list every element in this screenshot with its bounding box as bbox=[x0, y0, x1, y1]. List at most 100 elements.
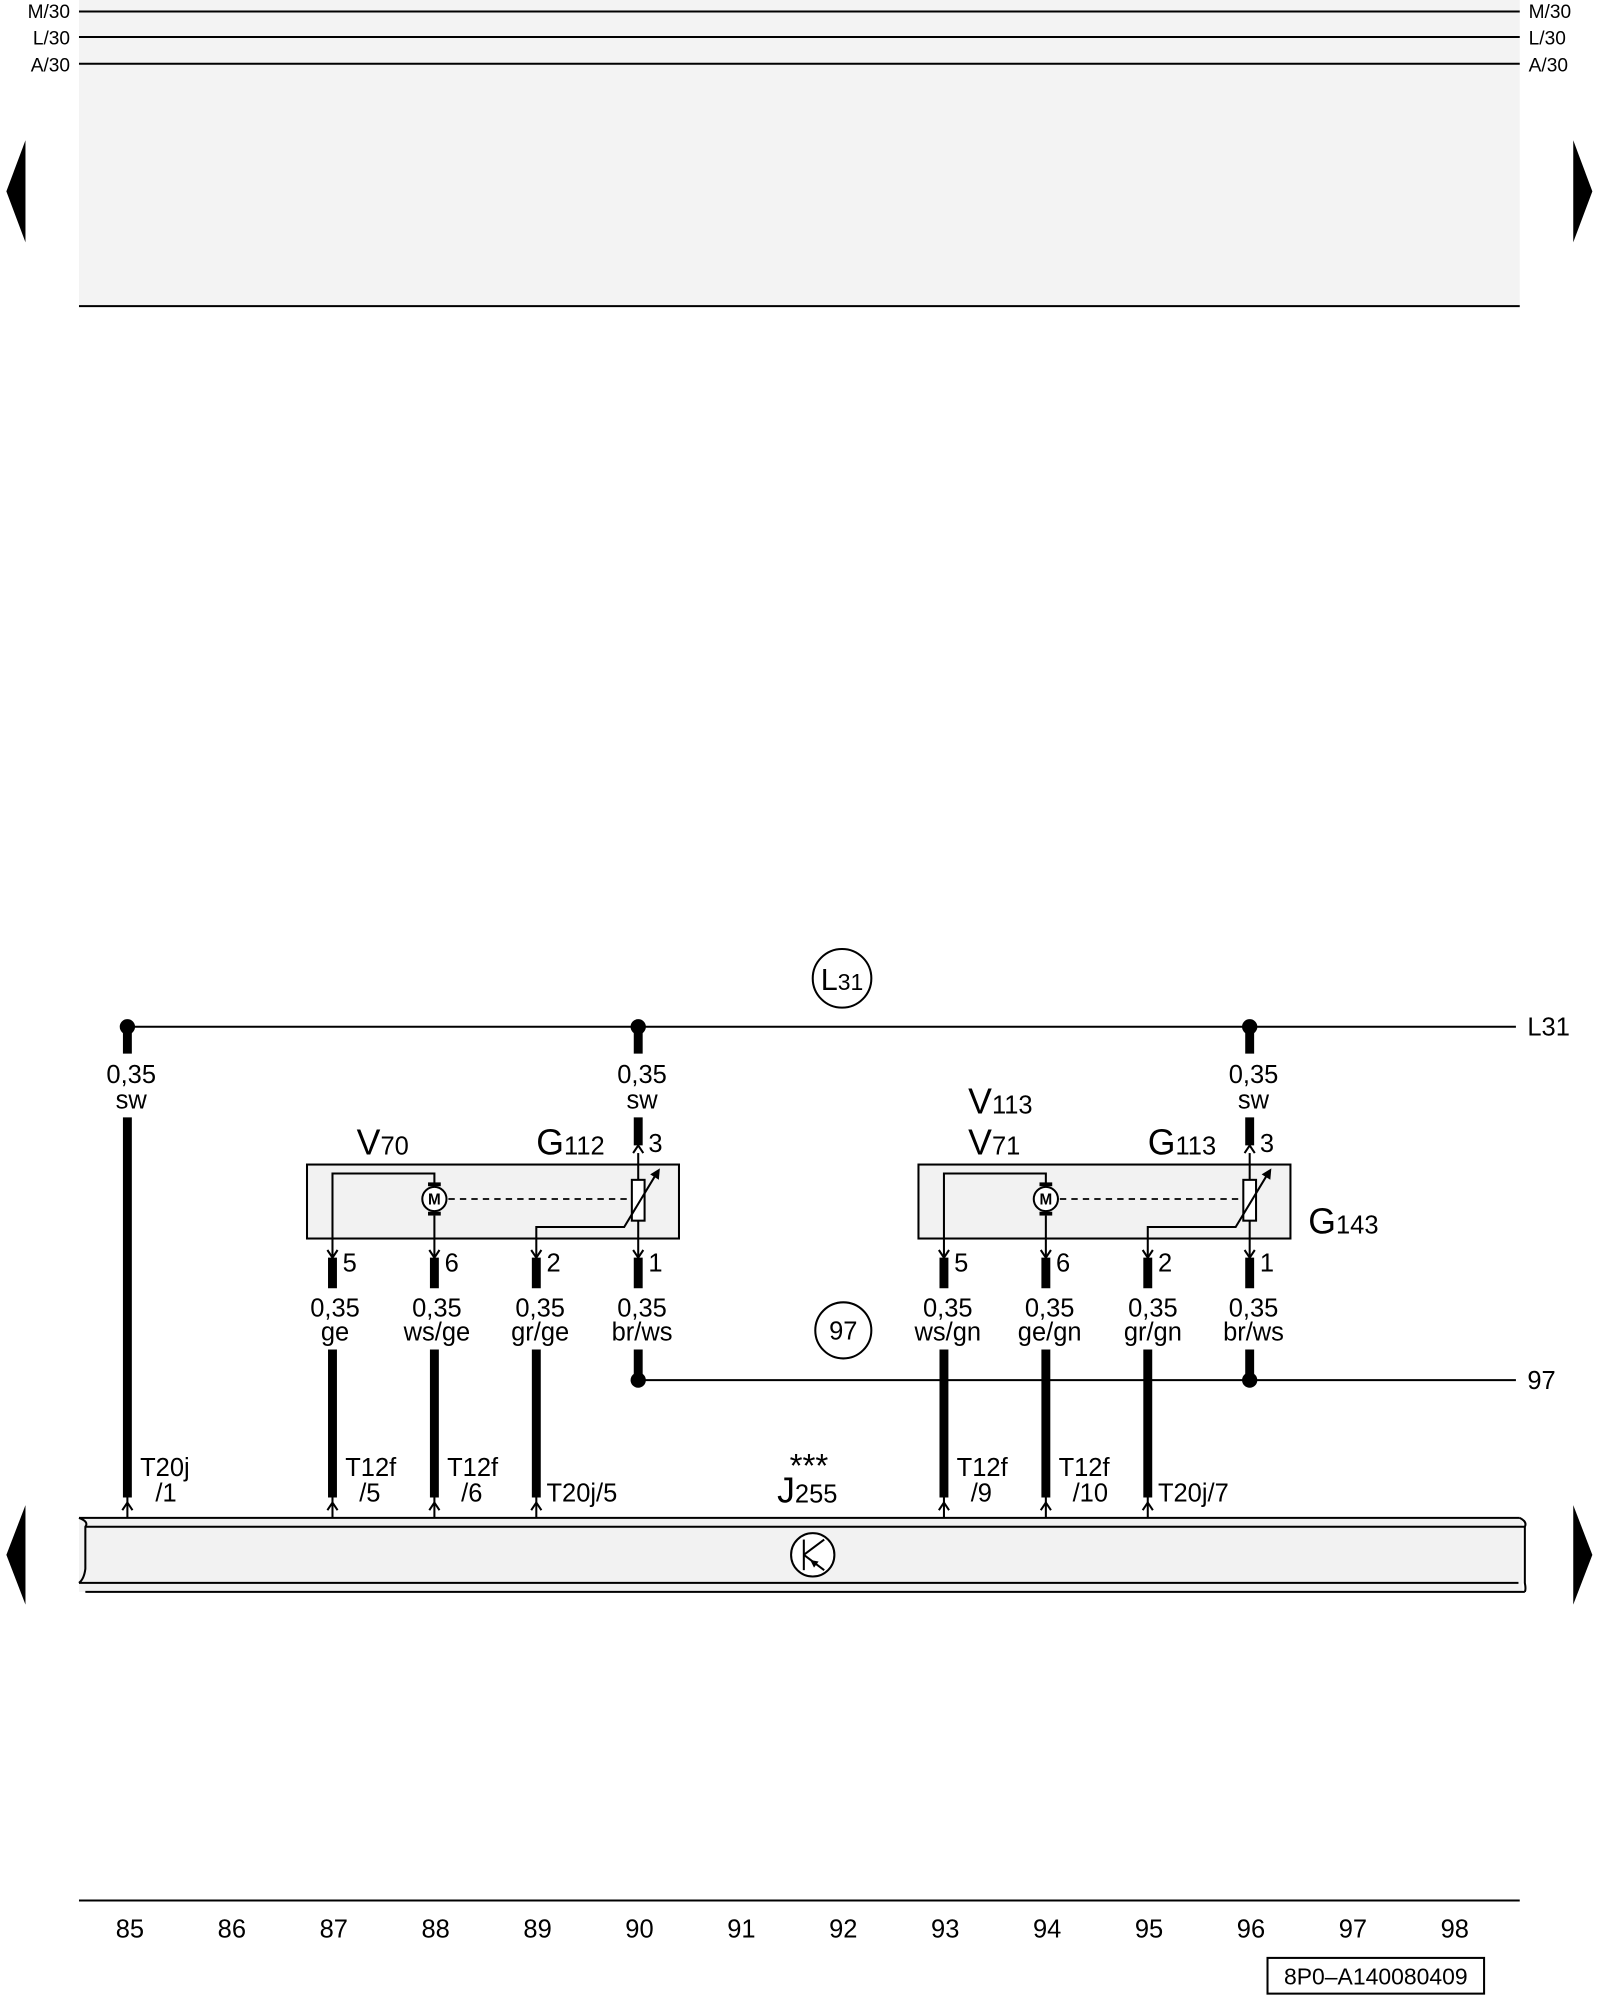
wire-color-label: ws/gn bbox=[914, 1319, 982, 1347]
ground-l31: L31 L31 bbox=[119, 947, 1570, 1042]
ground-l31-circle-label: L31 bbox=[821, 963, 864, 997]
motor-icon bbox=[421, 1185, 448, 1213]
wire-size-label: 0,35 bbox=[617, 1061, 667, 1089]
continuation-arrow-right-icon bbox=[1573, 140, 1593, 243]
motor-brush bbox=[428, 1211, 441, 1216]
control-unit-symbol-icon bbox=[790, 1532, 836, 1578]
footer-column-ruler: 85 86 87 88 89 90 91 92 93 94 95 96 97 9… bbox=[78, 1899, 1520, 1944]
wiper-wire bbox=[1146, 1171, 1270, 1257]
column-number: 92 bbox=[829, 1915, 857, 1943]
continuation-arrow-left-icon bbox=[6, 140, 26, 243]
wire-col-96-bottom: 0,35 br/ws bbox=[1223, 1294, 1284, 1388]
pin-label: 6 bbox=[1056, 1250, 1070, 1278]
control-unit-note: *** bbox=[790, 1448, 829, 1485]
wire-color-label: br/ws bbox=[612, 1319, 673, 1347]
wire-size-label: 0,35 bbox=[1229, 1294, 1279, 1322]
connector-pin-label: /10 bbox=[1073, 1479, 1108, 1507]
wire-size-label: 0,35 bbox=[923, 1294, 973, 1322]
wire-color-label: br/ws bbox=[1223, 1319, 1284, 1347]
rail-l30-label-right: L/30 bbox=[1529, 29, 1566, 50]
wire-color-label: sw bbox=[1238, 1086, 1270, 1114]
ground-97-line-label: 97 bbox=[1527, 1367, 1555, 1395]
pin-label: 5 bbox=[343, 1250, 357, 1278]
wire-size-label: 0,35 bbox=[617, 1294, 667, 1322]
connector-label: T20j/5 bbox=[546, 1479, 617, 1507]
component-label-v113: V113 bbox=[968, 1082, 1032, 1122]
wiper-arrow-icon bbox=[1261, 1168, 1272, 1180]
control-unit-label: J255 bbox=[777, 1471, 837, 1511]
pin-label: 1 bbox=[648, 1250, 662, 1278]
column-number: 87 bbox=[320, 1915, 348, 1943]
connector-label: T12f bbox=[957, 1454, 1009, 1482]
top-panel-background bbox=[78, 0, 1520, 307]
column-number: 91 bbox=[727, 1915, 755, 1943]
control-unit-j255: *** J255 bbox=[78, 1448, 1527, 1593]
pin-label-3: 3 bbox=[1260, 1130, 1274, 1158]
ground-97-circle bbox=[814, 1301, 873, 1360]
component-v70-g112: V70 G112 3 0,35 sw M 5 6 2 1 bbox=[305, 1026, 680, 1289]
top-rail-panel: M/30 M/30 L/30 L/30 A/30 A/30 bbox=[28, 0, 1571, 308]
component-label-v71: V71 bbox=[968, 1122, 1020, 1162]
column-number: 95 bbox=[1135, 1915, 1163, 1943]
motor-brush bbox=[1039, 1211, 1053, 1216]
motor-icon bbox=[1032, 1185, 1059, 1213]
internal-wire bbox=[942, 1172, 1047, 1257]
wire-size-label: 0,35 bbox=[106, 1061, 156, 1089]
motor-symbol-label: M bbox=[428, 1192, 441, 1209]
component-label-g143: G143 bbox=[1308, 1201, 1378, 1241]
connector-pin-icon bbox=[1243, 1143, 1256, 1154]
wire-size-label: 0,35 bbox=[310, 1294, 360, 1322]
wire-col-93: 0,35 ws/gn T12f /9 bbox=[914, 1294, 1009, 1518]
component-housing bbox=[305, 1163, 680, 1240]
component-label-v70: V70 bbox=[357, 1122, 409, 1162]
connector-pin-label: /6 bbox=[461, 1479, 482, 1507]
control-unit-right-end bbox=[1519, 1516, 1527, 1593]
continuation-arrow-left-icon bbox=[6, 1505, 26, 1605]
wire-size-label: 0,35 bbox=[1025, 1294, 1075, 1322]
column-number: 88 bbox=[421, 1915, 449, 1943]
connector-pin-icon bbox=[632, 1143, 645, 1154]
wire-col-90-bottom: 0,35 br/ws bbox=[612, 1294, 673, 1388]
wire-color-label: ge/gn bbox=[1018, 1319, 1082, 1347]
column-number: 90 bbox=[625, 1915, 653, 1943]
rail-a30-label-left: A/30 bbox=[31, 55, 70, 76]
ground-l31-letter: L bbox=[821, 963, 838, 997]
connector-pin-label: /9 bbox=[971, 1479, 992, 1507]
wire-col-87: 0,35 ge T12f /5 bbox=[310, 1294, 397, 1518]
wire-color-label: gr/gn bbox=[1124, 1319, 1182, 1347]
motor-brush bbox=[1039, 1182, 1053, 1187]
wiper-wire bbox=[535, 1171, 659, 1257]
control-unit-symbol-arrow bbox=[810, 1559, 819, 1568]
rail-m30-label-right: M/30 bbox=[1529, 2, 1571, 23]
control-unit-symbol-stroke bbox=[803, 1538, 825, 1556]
continuation-arrow-right-icon bbox=[1573, 1505, 1593, 1605]
wire-size-label: 0,35 bbox=[1128, 1294, 1178, 1322]
component-v71-g113: V113 V71 G113 3 G143 0,35 sw M 5 6 bbox=[917, 1026, 1379, 1289]
reference-code-frame bbox=[1266, 1956, 1486, 1995]
pin-label: 1 bbox=[1260, 1250, 1274, 1278]
column-number: 97 bbox=[1339, 1915, 1367, 1943]
component-label-g113: G113 bbox=[1148, 1122, 1216, 1162]
connector-label: T20j/7 bbox=[1158, 1479, 1229, 1507]
potentiometer-icon bbox=[630, 1178, 646, 1222]
pin-label: 6 bbox=[445, 1250, 459, 1278]
wire-size-label: 0,35 bbox=[412, 1294, 462, 1322]
potentiometer-icon bbox=[1242, 1178, 1258, 1222]
wire-col-95: 0,35 gr/gn T20j/7 bbox=[1124, 1294, 1229, 1518]
wire-size-label: 0,35 bbox=[515, 1294, 565, 1322]
wire-col-88: 0,35 ws/ge T12f /6 bbox=[403, 1294, 499, 1518]
junction-dot bbox=[1242, 1372, 1258, 1388]
column-number: 89 bbox=[523, 1915, 551, 1943]
rail-m30-label-left: M/30 bbox=[28, 2, 70, 23]
wire-color-label: ws/ge bbox=[403, 1319, 471, 1347]
ground-l31-line-label: L31 bbox=[1527, 1014, 1570, 1042]
motor-symbol-label: M bbox=[1039, 1192, 1052, 1209]
pin-label: 5 bbox=[954, 1250, 968, 1278]
ground-97-circle-label: 97 bbox=[829, 1317, 857, 1345]
component-label-g112: G112 bbox=[536, 1122, 604, 1162]
connector-label: T12f bbox=[345, 1454, 397, 1482]
ground-l31-circle bbox=[811, 947, 873, 1009]
rail-a30-label-right: A/30 bbox=[1529, 55, 1568, 76]
connector-label: T12f bbox=[1059, 1454, 1111, 1482]
